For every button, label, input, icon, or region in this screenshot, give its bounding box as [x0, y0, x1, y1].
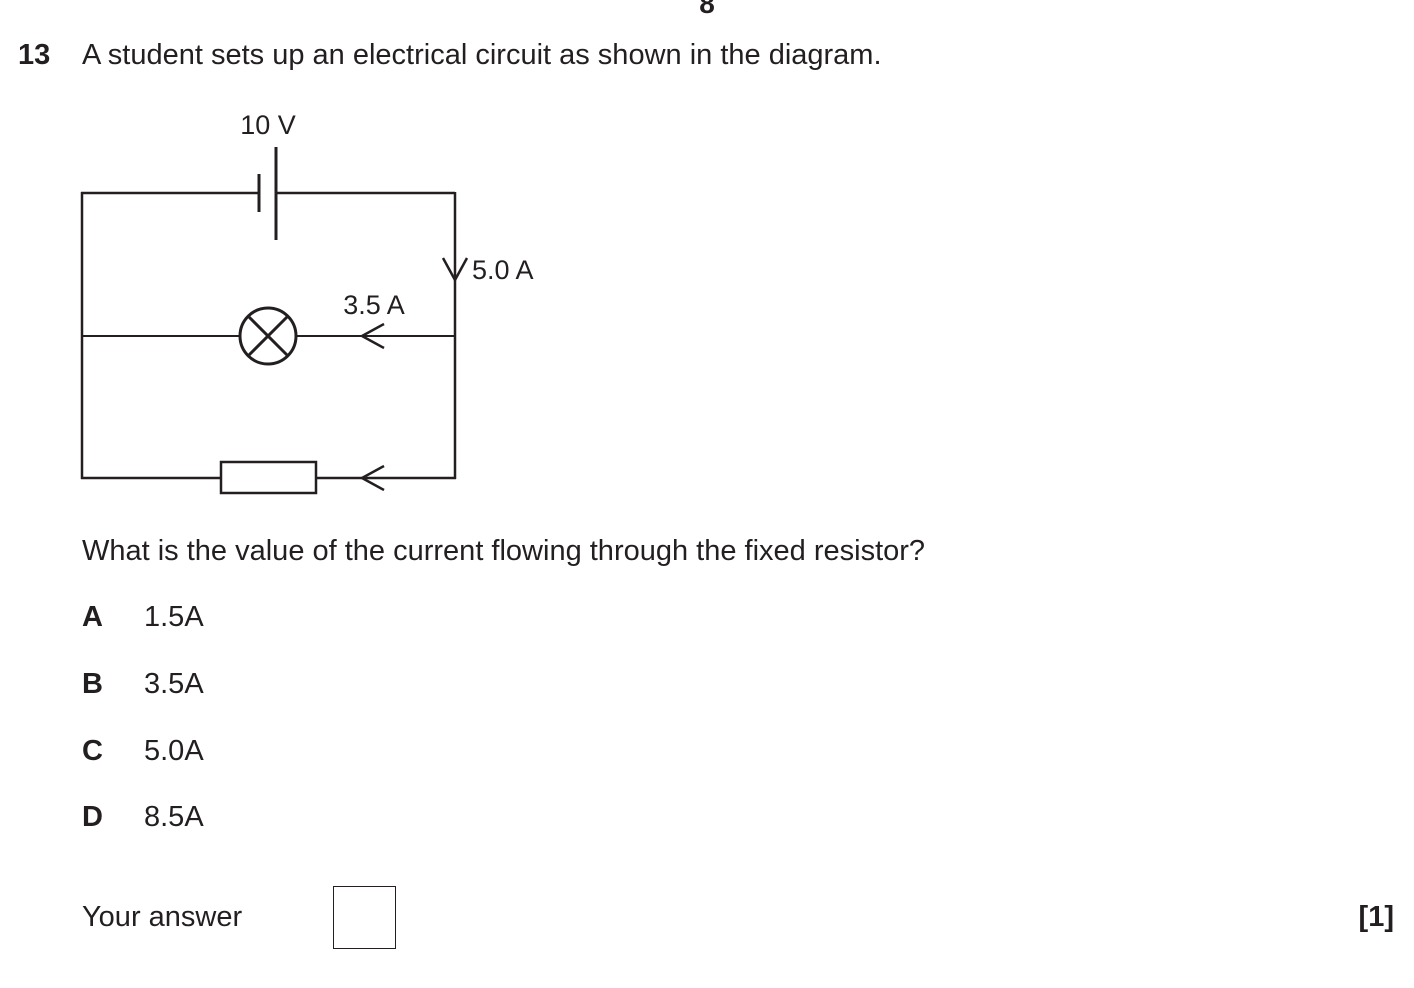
cell-voltage-label: 10 V — [240, 110, 296, 140]
fixed-resistor-symbol — [219, 460, 318, 495]
question-stem: A student sets up an electrical circuit … — [82, 39, 882, 71]
marks-indicator: [1] — [1358, 901, 1394, 933]
option-letter: D — [82, 801, 103, 833]
option-letter: A — [82, 601, 103, 633]
lamp-symbol — [238, 306, 298, 366]
option-value: 8.5A — [144, 801, 204, 833]
page-number: 8 — [699, 0, 715, 19]
question-prompt: What is the value of the current flowing… — [82, 535, 926, 567]
cell-symbol — [257, 147, 278, 240]
answer-box[interactable] — [333, 886, 396, 949]
answer-label: Your answer — [82, 901, 243, 933]
option-letter: B — [82, 668, 103, 700]
lamp-current-label: 3.5 A — [343, 290, 405, 320]
question-number: 13 — [18, 39, 51, 71]
option-letter: C — [82, 735, 103, 767]
resistor-current-arrow — [359, 464, 385, 492]
option-value: 5.0A — [144, 735, 204, 767]
main-current-arrow — [441, 257, 469, 283]
main-current-label: 5.0 A — [472, 255, 534, 285]
lamp-current-arrow — [359, 322, 385, 350]
option-value: 1.5A — [144, 601, 204, 633]
option-value: 3.5A — [144, 668, 204, 700]
